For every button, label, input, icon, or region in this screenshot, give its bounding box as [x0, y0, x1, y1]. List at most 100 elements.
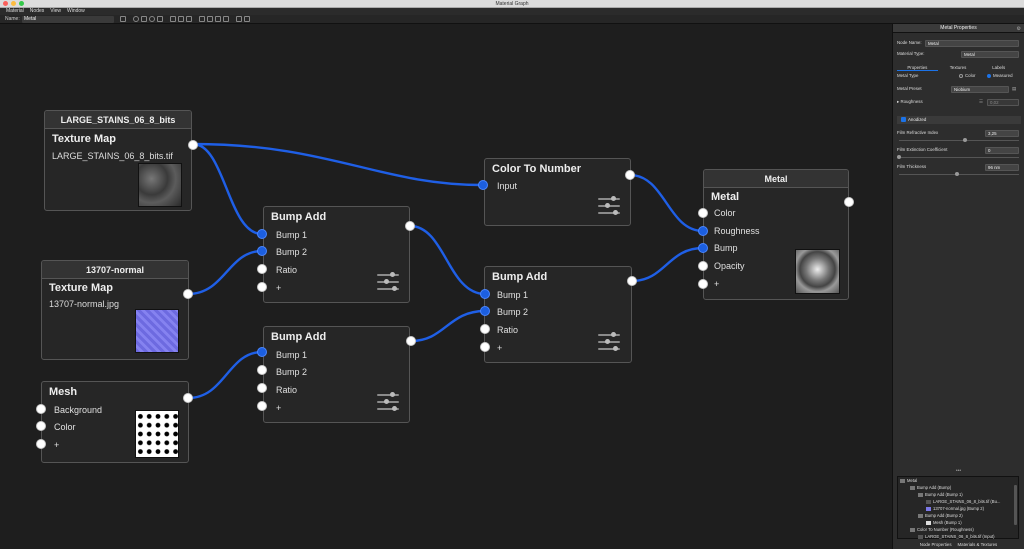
preset-library-icon[interactable]: ▤ — [1012, 86, 1017, 91]
mesh-color-port[interactable] — [36, 421, 46, 431]
slider-knob[interactable] — [963, 138, 967, 142]
bump-add-1-bump-2-port[interactable] — [257, 246, 267, 256]
bump-add-3-bump-1-port[interactable] — [480, 289, 490, 299]
bump-add-2-ratio-port[interactable] — [257, 383, 267, 393]
tree-item[interactable]: Metal — [900, 478, 917, 483]
metal-type-color-option[interactable]: Color — [959, 73, 976, 79]
bump-add-node-2[interactable]: Bump Add Bump 1 Bump 2 Ratio + — [263, 326, 410, 423]
metal-preset-select[interactable]: Niobium — [951, 86, 1009, 93]
tree-item[interactable]: LARGE_STAINS_06_8_bits.tif (Input) — [918, 534, 995, 539]
mesh-output-port[interactable] — [183, 393, 193, 403]
mesh-background-port[interactable] — [36, 404, 46, 414]
mesh-add-port[interactable] — [36, 439, 46, 449]
bump-add-3-add-port[interactable] — [480, 342, 490, 352]
target-tool-icon[interactable] — [149, 16, 155, 22]
menu-nodes[interactable]: Nodes — [29, 8, 45, 14]
align-center-icon[interactable] — [178, 16, 184, 22]
layout-4-icon[interactable] — [223, 16, 229, 22]
tab-labels[interactable]: Labels — [992, 65, 1006, 70]
menu-material[interactable]: Material — [6, 8, 24, 14]
texture-map-node-1[interactable]: LARGE_STAINS_06_8_bits Texture Map LARGE… — [44, 110, 192, 211]
align-left-icon[interactable] — [170, 16, 176, 22]
tree-item[interactable]: Bump Add (Bump 1) — [918, 492, 963, 497]
anodized-section[interactable]: Anodized — [897, 116, 1021, 124]
window-controls[interactable] — [3, 1, 24, 6]
metal-bump-port[interactable] — [698, 243, 708, 253]
node-graph-canvas[interactable]: LARGE_STAINS_06_8_bits Texture Map LARGE… — [0, 24, 892, 549]
arrange-icon[interactable] — [244, 16, 250, 22]
name-field[interactable]: Metal — [22, 16, 114, 23]
slider-knob[interactable] — [897, 155, 901, 159]
metal-output-port[interactable] — [844, 197, 854, 207]
sliders-icon[interactable] — [377, 272, 401, 296]
roughness-field[interactable]: 0,02 — [987, 99, 1019, 106]
checkbox-checked-icon[interactable] — [901, 117, 906, 123]
fit-tool-icon[interactable] — [157, 16, 163, 22]
bump-add-3-bump-2-port[interactable] — [480, 306, 490, 316]
tree-item[interactable]: Bump Add (Bump 2) — [918, 513, 963, 518]
tree-item[interactable]: Color To Number (Roughness) — [910, 527, 974, 532]
bump-add-1-bump-1-port[interactable] — [257, 229, 267, 239]
tree-item[interactable]: Mesh (Bump 1) — [926, 520, 962, 525]
radio-icon[interactable] — [959, 73, 963, 78]
radio-selected-icon[interactable] — [987, 73, 991, 78]
roughness-row[interactable]: ▸ Roughness — [897, 99, 923, 104]
zoom-window-icon[interactable] — [19, 1, 24, 6]
metal-add-port[interactable] — [698, 279, 708, 289]
select-tool-icon[interactable] — [120, 16, 126, 22]
align-right-icon[interactable] — [186, 16, 192, 22]
sliders-icon[interactable] — [598, 332, 622, 356]
bump-add-3-output-port[interactable] — [627, 276, 637, 286]
layout-2-icon[interactable] — [207, 16, 213, 22]
texture-map-1-output-port[interactable] — [188, 140, 198, 150]
film-thickness-slider[interactable] — [899, 174, 1019, 175]
tree-item[interactable]: LARGE_STAINS_06_8_bits.tif (Bu... — [926, 499, 1000, 504]
distribute-icon[interactable] — [236, 16, 242, 22]
mesh-node[interactable]: Mesh Background Color + — [41, 381, 189, 463]
menu-window[interactable]: Window — [67, 8, 85, 14]
metal-node[interactable]: Metal Metal Color Roughness Bump Opacity… — [703, 169, 849, 300]
film-thickness-field[interactable]: 96 nm — [985, 164, 1019, 171]
roughness-slider-icon[interactable]: ☰ — [979, 99, 983, 104]
metal-color-port[interactable] — [698, 208, 708, 218]
tree-scrollbar[interactable] — [1014, 485, 1017, 525]
color-to-number-node[interactable]: Color To Number Input — [484, 158, 631, 226]
film-refractive-index-field[interactable]: 3,25 — [985, 130, 1019, 137]
material-type-select[interactable]: Metal — [961, 51, 1019, 58]
tree-item[interactable]: 13707-normal.jpg (Bump 2) — [926, 506, 984, 511]
film-extinction-coefficient-field[interactable]: 0 — [985, 147, 1019, 154]
bump-add-2-bump-1-port[interactable] — [257, 347, 267, 357]
tab-node-properties[interactable]: Node Properties — [919, 542, 952, 547]
texture-map-2-output-port[interactable] — [183, 289, 193, 299]
bump-add-1-add-port[interactable] — [257, 282, 267, 292]
slider-knob[interactable] — [955, 172, 959, 176]
tree-item[interactable]: Bump Add (Bump) — [910, 485, 951, 490]
circle-tool-icon[interactable] — [133, 16, 139, 22]
sliders-icon[interactable] — [377, 392, 401, 416]
texture-map-node-2[interactable]: 13707-normal Texture Map 13707-normal.jp… — [41, 260, 189, 360]
metal-opacity-port[interactable] — [698, 261, 708, 271]
tab-materials-textures[interactable]: Materials & Textures — [957, 542, 998, 547]
color-to-number-input-port[interactable] — [478, 180, 488, 190]
splitter-handle[interactable]: ••• — [955, 468, 962, 474]
tab-textures[interactable]: Textures — [949, 65, 967, 70]
close-window-icon[interactable] — [3, 1, 8, 6]
layout-1-icon[interactable] — [199, 16, 205, 22]
bump-add-2-add-port[interactable] — [257, 401, 267, 411]
bump-add-2-output-port[interactable] — [406, 336, 416, 346]
layout-3-icon[interactable] — [215, 16, 221, 22]
film-extinction-coefficient-slider[interactable] — [899, 157, 1019, 158]
bump-add-node-3[interactable]: Bump Add Bump 1 Bump 2 Ratio + — [484, 266, 632, 363]
color-to-number-output-port[interactable] — [625, 170, 635, 180]
node-name-field[interactable]: Metal — [925, 40, 1019, 47]
bump-add-2-bump-2-port[interactable] — [257, 365, 267, 375]
grid-tool-icon[interactable] — [141, 16, 147, 22]
metal-roughness-port[interactable] — [698, 226, 708, 236]
bump-add-1-ratio-port[interactable] — [257, 264, 267, 274]
tab-properties[interactable]: Properties — [897, 64, 938, 71]
menu-view[interactable]: View — [50, 8, 61, 14]
bump-add-1-output-port[interactable] — [405, 221, 415, 231]
bump-add-3-ratio-port[interactable] — [480, 324, 490, 334]
metal-type-measured-option[interactable]: Measured — [987, 73, 1013, 79]
panel-options-icon[interactable]: ⚙ — [1016, 26, 1021, 32]
